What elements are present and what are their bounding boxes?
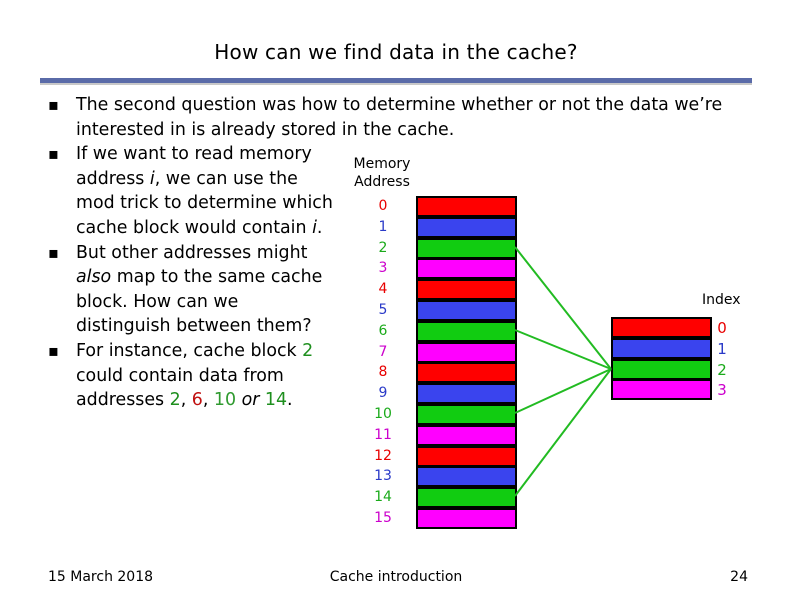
bullet-item: But other addresses might also map to th… — [48, 241, 766, 339]
emphasis: also — [76, 267, 112, 288]
bullet-item: For instance, cache block 2 could contai… — [48, 339, 766, 413]
map-line-14 — [514, 368, 612, 497]
memory-block — [416, 258, 517, 280]
memory-address-number: 4 — [378, 281, 388, 298]
memory-address-number: 8 — [378, 364, 388, 381]
memory-address-number: 15 — [374, 510, 392, 526]
cache-block — [611, 379, 712, 401]
cache-index-number: 3 — [717, 381, 727, 400]
memory-block — [416, 216, 517, 238]
bullet-item: If we want to read memory address i, we … — [48, 142, 766, 240]
highlight-block-2: 2 — [302, 340, 314, 361]
memory-block — [416, 383, 517, 405]
memory-address-number: 3 — [378, 260, 388, 277]
highlight-address: 2 — [169, 390, 181, 411]
memory-block — [416, 404, 517, 425]
cache-block — [611, 317, 712, 338]
memory-block — [416, 362, 517, 384]
memory-block — [416, 300, 517, 321]
cache-index-header: Index — [702, 292, 741, 308]
memory-address-number: 9 — [378, 385, 388, 402]
bullet-item: The second question was how to determine… — [48, 93, 766, 142]
memory-address-number: 5 — [378, 302, 388, 318]
bullet-text: For instance, cache block 2 could contai… — [76, 340, 314, 411]
cache-block — [611, 358, 712, 380]
title-rule — [40, 78, 752, 85]
highlight-address: 6 — [191, 390, 203, 411]
cache-block — [611, 337, 712, 359]
memory-address-number: 12 — [374, 447, 392, 464]
memory-block — [416, 445, 517, 467]
footer-page-number: 24 — [730, 569, 748, 585]
map-line-2 — [514, 246, 612, 370]
memory-block — [416, 341, 517, 363]
bullet-list: The second question was how to determine… — [48, 93, 766, 413]
memory-block — [416, 279, 517, 301]
highlight-address: 10 — [213, 390, 237, 411]
slide-title: How can we find data in the cache? — [214, 40, 578, 64]
memory-address-number: 2 — [378, 239, 388, 256]
bullet-text: If we want to read memory address i, we … — [76, 144, 333, 238]
memory-address-number: 0 — [378, 198, 388, 214]
highlight-address: 14 — [264, 390, 288, 411]
cache-index-number: 2 — [717, 360, 727, 379]
memory-block — [416, 487, 517, 509]
bullet-text: The second question was how to determine… — [76, 95, 723, 140]
memory-address-number: 6 — [378, 322, 388, 339]
memory-block — [416, 466, 517, 488]
memory-address-number: 11 — [374, 426, 392, 443]
cache-index-number: 0 — [717, 319, 727, 337]
memory-address-header: Memory Address — [353, 156, 411, 190]
memory-address-number: 1 — [378, 218, 388, 235]
variable-i: i — [149, 168, 155, 189]
variable-i: i — [312, 217, 317, 238]
memory-address-number: 7 — [378, 343, 388, 360]
footer-topic: Cache introduction — [329, 569, 463, 585]
memory-address-number: 13 — [374, 468, 392, 485]
memory-block — [416, 196, 517, 217]
footer-date: 15 March 2018 — [48, 569, 154, 585]
bullet-text: But other addresses might also map to th… — [76, 242, 323, 337]
memory-address-number: 10 — [374, 406, 392, 422]
memory-address-number: 14 — [374, 489, 392, 506]
map-line-10 — [514, 368, 612, 414]
memory-block — [416, 424, 517, 446]
memory-block — [416, 508, 517, 529]
cache-index-number: 1 — [717, 339, 727, 358]
map-line-6 — [514, 329, 612, 370]
